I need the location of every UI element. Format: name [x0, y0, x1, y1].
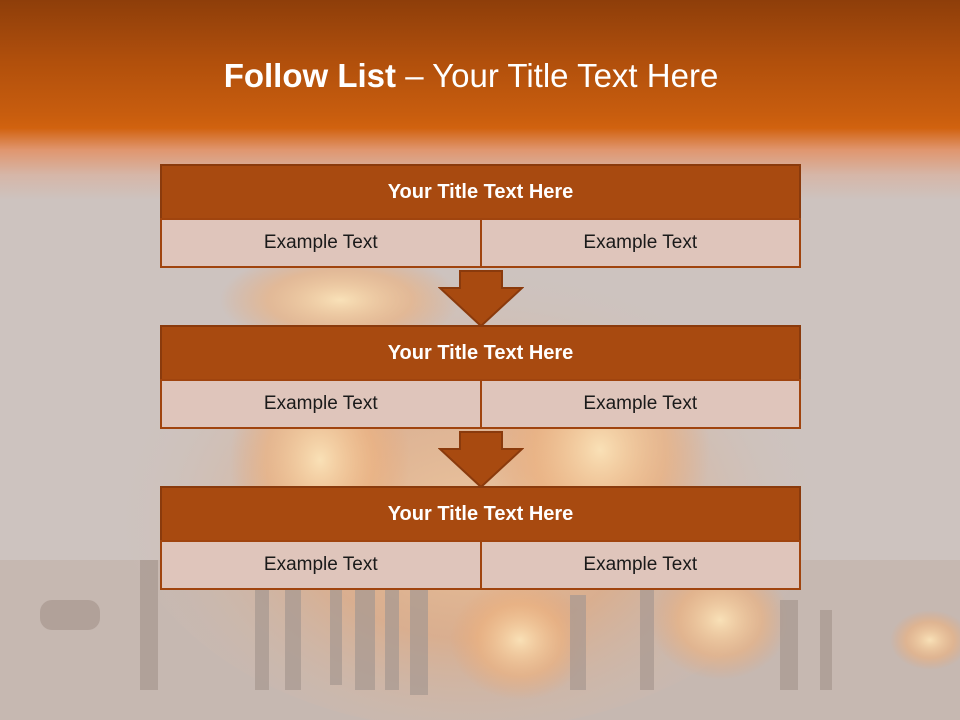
list-block-title: Your Title Text Here: [160, 486, 801, 542]
slide-title-rest: Your Title Text Here: [432, 57, 719, 94]
list-block-title: Your Title Text Here: [160, 325, 801, 381]
down-arrow-icon: [438, 270, 524, 328]
slide-title: Follow List – Your Title Text Here: [0, 56, 942, 96]
list-block-1: Your Title Text Here Example Text Exampl…: [160, 164, 801, 268]
list-block-right-text: Example Text: [479, 379, 801, 429]
slide-title-bold: Follow List: [223, 57, 397, 94]
slide-title-separator: –: [405, 57, 424, 94]
list-block-left-text: Example Text: [160, 218, 482, 268]
list-block-row: Example Text Example Text: [160, 218, 801, 268]
list-block-left-text: Example Text: [160, 379, 482, 429]
list-block-right-text: Example Text: [479, 218, 801, 268]
list-block-row: Example Text Example Text: [160, 379, 801, 429]
list-block-right-text: Example Text: [479, 540, 801, 590]
list-block-title: Your Title Text Here: [160, 164, 801, 220]
list-block-3: Your Title Text Here Example Text Exampl…: [160, 486, 801, 590]
down-arrow-icon: [438, 431, 524, 489]
list-block-row: Example Text Example Text: [160, 540, 801, 590]
list-block-2: Your Title Text Here Example Text Exampl…: [160, 325, 801, 429]
list-block-left-text: Example Text: [160, 540, 482, 590]
